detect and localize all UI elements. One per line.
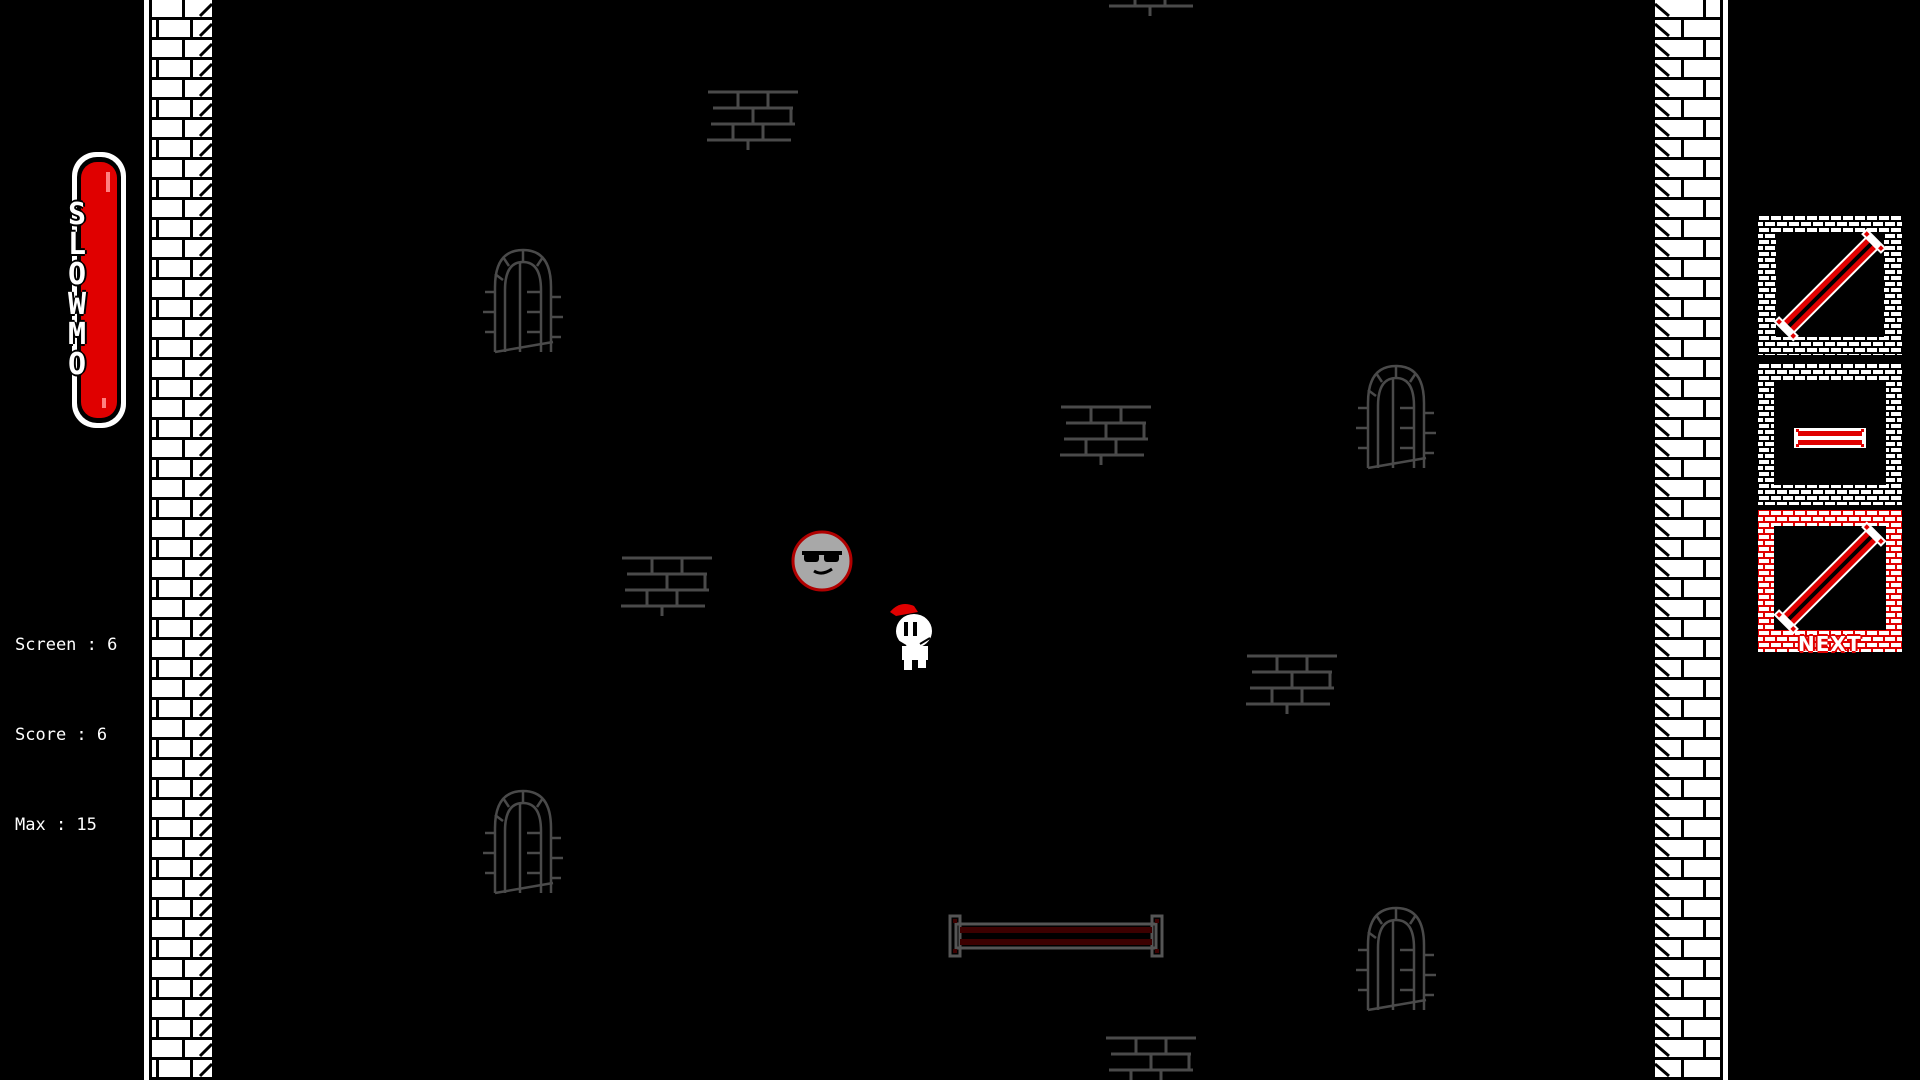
stats-panel: Screen : 6 Score : 6 Max : 15 xyxy=(15,570,117,870)
brick-patch xyxy=(619,556,714,618)
right-wall-edge xyxy=(1723,0,1728,1080)
next-label: NEXT xyxy=(1798,632,1862,656)
door-icon xyxy=(481,248,565,354)
max-score: Max : 15 xyxy=(15,815,97,835)
door-icon xyxy=(1354,906,1438,1012)
score-counter: Score : 6 xyxy=(15,725,108,745)
door-icon xyxy=(1354,364,1438,470)
brick-patch xyxy=(705,90,800,152)
left-wall xyxy=(152,0,212,1080)
diagonal-platform-icon xyxy=(1758,215,1902,355)
left-wall-edge xyxy=(144,0,149,1080)
diagonal-platform-icon xyxy=(1758,510,1902,652)
slowmo-powerup-meter: S L O W M O xyxy=(62,150,130,430)
queue-item-next: NEXT xyxy=(1758,510,1902,656)
player-character-icon xyxy=(890,604,932,670)
door-icon xyxy=(481,789,565,895)
brick-patch xyxy=(1107,0,1202,18)
right-wall xyxy=(1655,0,1720,1080)
slowmo-label: S L O W M O xyxy=(67,197,87,382)
brick-patch xyxy=(1058,405,1153,467)
brick-patch xyxy=(1244,654,1339,716)
sunglasses-enemy-icon xyxy=(791,530,853,592)
queue-item-1 xyxy=(1758,215,1902,355)
brick-patch xyxy=(1103,1036,1198,1080)
placed-platform xyxy=(948,914,1164,958)
slowmo-bar-icon xyxy=(72,152,126,428)
horizontal-platform-icon xyxy=(1758,363,1902,505)
screen-counter: Screen : 6 xyxy=(15,635,118,655)
queue-item-2 xyxy=(1758,363,1902,505)
